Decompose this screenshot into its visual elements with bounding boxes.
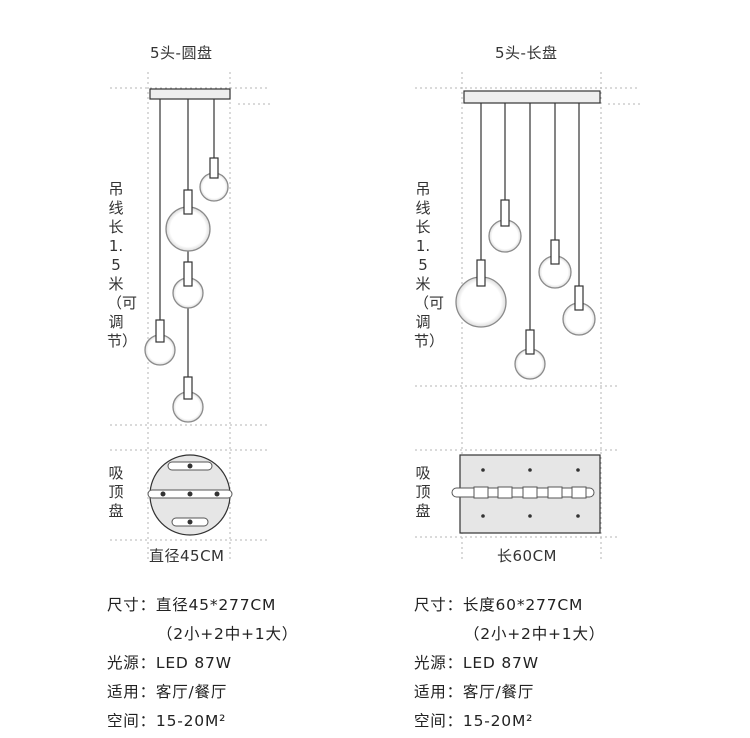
spec-value: 长度60*277CM xyxy=(462,596,584,614)
right-size-label: 长60CM xyxy=(497,547,558,565)
left-title: 5头-圆盘 xyxy=(150,44,213,62)
left-dimension-lines xyxy=(110,72,270,560)
spec-value: 直径45*277CM xyxy=(155,596,277,614)
left-cable-label: 吊线长1.5米（可调节） xyxy=(107,180,138,350)
right-rect-canopy xyxy=(451,454,601,534)
left-spec-light: 光源：LED 87W xyxy=(107,651,298,680)
right-spec-size: 尺寸：长度60*277CM xyxy=(414,593,605,622)
spec-value: 15-20M² xyxy=(462,712,534,730)
right-spec-light: 光源：LED 87W xyxy=(414,651,605,680)
right-specs: 尺寸：长度60*277CM （2小+2中+1大） 光源：LED 87W 适用：客… xyxy=(414,593,605,738)
spec-value: 客厅/餐厅 xyxy=(155,683,228,701)
left-spec-size: 尺寸：直径45*277CM xyxy=(107,593,298,622)
right-canopy-label: 吸顶盘 xyxy=(415,464,431,520)
spec-key: 空间： xyxy=(107,712,156,730)
right-spec-use: 适用：客厅/餐厅 xyxy=(414,680,605,709)
left-spec-use: 适用：客厅/餐厅 xyxy=(107,680,298,709)
spec-key: 适用： xyxy=(414,683,463,701)
spec-key: 光源： xyxy=(414,654,463,672)
left-size-label: 直径45CM xyxy=(149,547,225,565)
spec-key: 尺寸： xyxy=(107,596,156,614)
spec-key: 尺寸： xyxy=(414,596,463,614)
spec-key: 空间： xyxy=(414,712,463,730)
left-round-canopy xyxy=(147,454,233,536)
spec-value: 客厅/餐厅 xyxy=(462,683,535,701)
left-spec-composition: （2小+2中+1大） xyxy=(107,622,298,651)
right-cable-label: 吊线长1.5米（可调节） xyxy=(414,180,445,350)
spec-value: LED 87W xyxy=(155,654,232,672)
spec-key: 适用： xyxy=(107,683,156,701)
right-title: 5头-长盘 xyxy=(495,44,558,62)
right-spec-composition: （2小+2中+1大） xyxy=(414,622,605,651)
spec-value: 15-20M² xyxy=(155,712,227,730)
spec-value: LED 87W xyxy=(462,654,539,672)
left-specs: 尺寸：直径45*277CM （2小+2中+1大） 光源：LED 87W 适用：客… xyxy=(107,593,298,738)
left-canopy-label: 吸顶盘 xyxy=(108,464,124,520)
right-chandelier xyxy=(455,90,601,380)
spec-value: （2小+2中+1大） xyxy=(157,625,299,643)
spec-key: 光源： xyxy=(107,654,156,672)
left-spec-space: 空间：15-20M² xyxy=(107,709,298,738)
left-chandelier xyxy=(144,88,231,423)
spec-value: （2小+2中+1大） xyxy=(464,625,606,643)
right-spec-space: 空间：15-20M² xyxy=(414,709,605,738)
